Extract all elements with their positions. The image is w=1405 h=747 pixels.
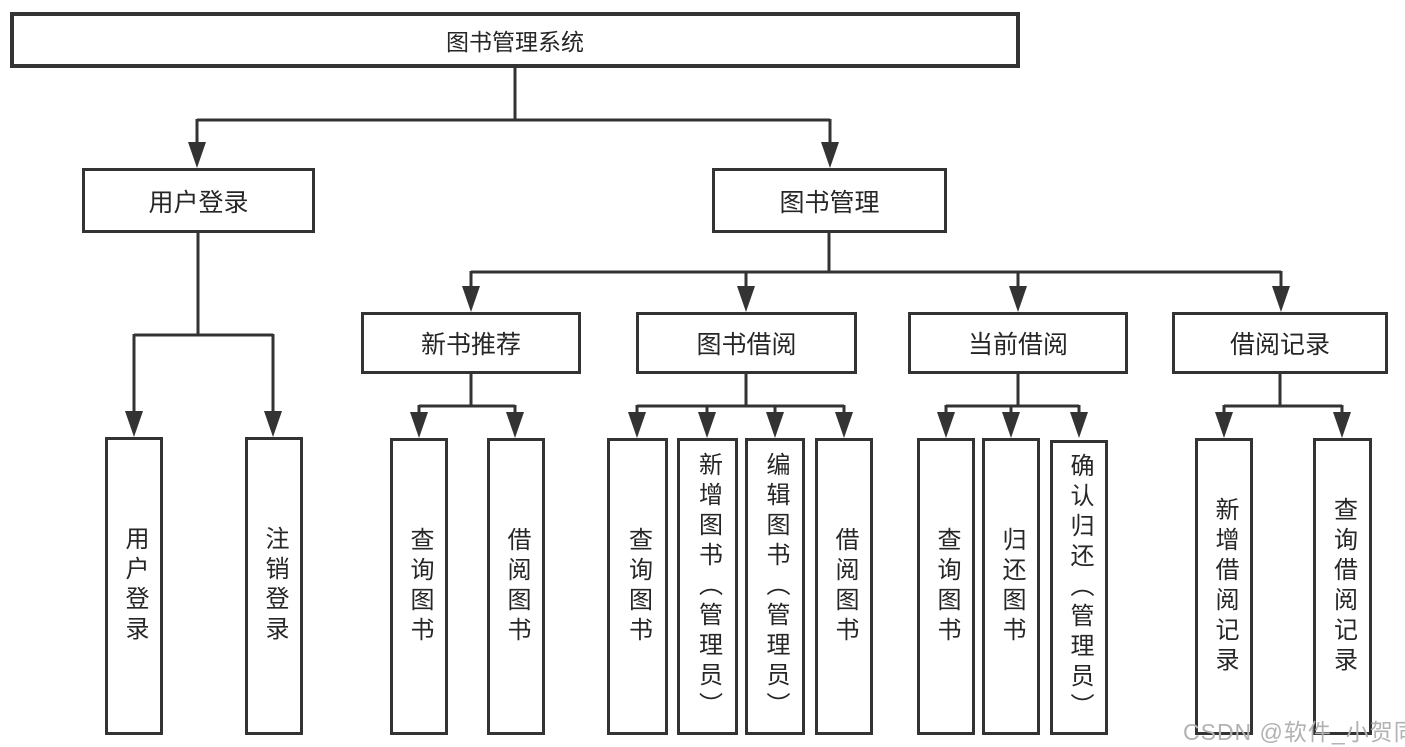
- watermark: CSDN @软件_小贺同学: [1183, 719, 1405, 745]
- node-label: 新增图书（管理员）: [694, 451, 722, 722]
- node-label: 借阅记录: [1229, 331, 1330, 359]
- node-label: 新增借阅记录: [1211, 496, 1238, 677]
- node-label: 查询借阅记录: [1329, 496, 1357, 677]
- node-label: 当前借阅: [967, 331, 1068, 359]
- leaf-query-books-current: 查询图书: [917, 438, 975, 735]
- node-label: 图书管理系统: [446, 29, 584, 55]
- node-label: 编辑图书（管理员）: [762, 451, 789, 722]
- node-label: 归还图书: [998, 526, 1025, 647]
- node-label: 确认归还（管理员）: [1066, 452, 1093, 723]
- leaf-query-books-recommend: 查询图书: [390, 438, 448, 735]
- node-user-login: 用户登录: [82, 168, 315, 233]
- leaf-add-book-admin: 新增图书（管理员）: [677, 438, 738, 735]
- node-book-management: 图书管理: [712, 168, 947, 233]
- leaf-query-borrow-record: 查询借阅记录: [1313, 438, 1372, 735]
- node-label: 图书借阅: [696, 331, 797, 359]
- node-book-borrowing: 图书借阅: [636, 312, 857, 374]
- node-borrowing-records: 借阅记录: [1172, 312, 1388, 374]
- leaf-return-book: 归还图书: [982, 438, 1040, 735]
- node-label: 借阅图书: [503, 526, 530, 647]
- leaf-add-borrow-record: 新增借阅记录: [1195, 438, 1253, 735]
- leaf-user-login: 用户登录: [105, 437, 163, 735]
- node-new-book-recommendation: 新书推荐: [361, 312, 581, 374]
- node-label: 查询图书: [933, 526, 960, 647]
- node-label: 新书推荐: [420, 331, 521, 359]
- node-label: 用户登录: [148, 188, 249, 217]
- node-library-management-system: 图书管理系统: [10, 12, 1020, 68]
- node-label: 注销登录: [261, 526, 288, 646]
- leaf-query-books-borrow: 查询图书: [607, 438, 668, 735]
- leaf-confirm-return-admin: 确认归还（管理员）: [1050, 440, 1108, 735]
- leaf-borrow-books: 借阅图书: [815, 438, 873, 735]
- node-label: 图书管理: [779, 188, 880, 217]
- node-label: 查询图书: [406, 526, 433, 647]
- leaf-logout: 注销登录: [245, 437, 303, 735]
- node-current-borrowing: 当前借阅: [908, 312, 1128, 374]
- leaf-edit-book-admin: 编辑图书（管理员）: [745, 438, 805, 735]
- node-label: 借阅图书: [831, 526, 858, 647]
- leaf-borrow-books-recommend: 借阅图书: [487, 438, 545, 735]
- node-label: 查询图书: [624, 526, 652, 647]
- node-label: 用户登录: [121, 526, 148, 646]
